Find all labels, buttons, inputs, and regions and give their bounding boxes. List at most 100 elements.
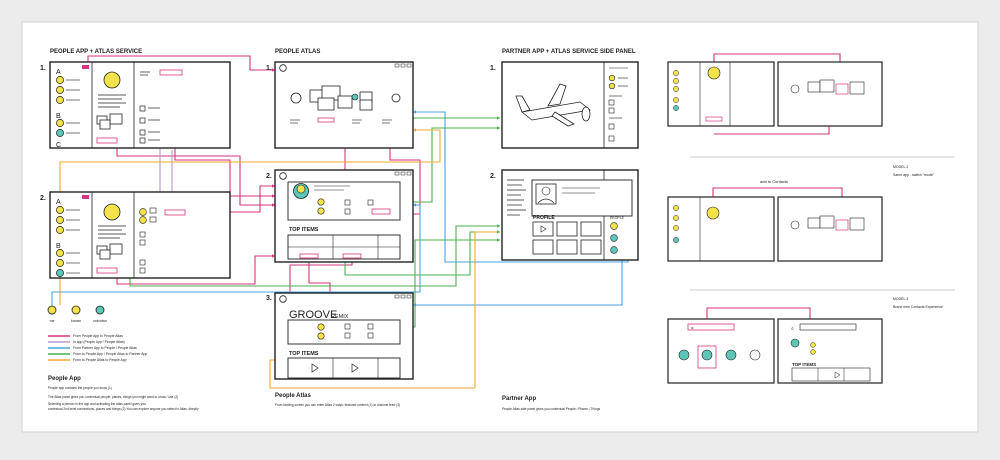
contact-avatar[interactable] bbox=[56, 249, 64, 257]
user-avatar-icon bbox=[279, 295, 287, 303]
section-title-people-app: PEOPLE APP + ATLAS SERVICE bbox=[50, 49, 142, 55]
contact-avatar[interactable] bbox=[56, 206, 64, 214]
contact-avatar[interactable] bbox=[56, 76, 64, 84]
top-items-heading: TOP ITEMS bbox=[792, 362, 816, 367]
alpha-b: B bbox=[56, 243, 61, 250]
play-icon[interactable] bbox=[834, 371, 841, 379]
contact-avatar[interactable] bbox=[56, 216, 64, 224]
search-icon: ⌕ bbox=[791, 326, 794, 332]
flow-line bbox=[269, 231, 500, 389]
contacts-search-input[interactable] bbox=[687, 323, 735, 331]
add-to-contacts-annotation: add to Contacts bbox=[760, 179, 788, 184]
flow-arrowhead bbox=[272, 68, 275, 72]
partner-app-description-title: Partner App bbox=[502, 396, 536, 402]
people-app-description-line: Selecting a person in the app and activa… bbox=[48, 402, 146, 406]
person-icon[interactable] bbox=[610, 234, 618, 242]
explore-in-atlas-button[interactable] bbox=[371, 208, 391, 215]
people-atlas-description-line: From landing screen you can enter Atlas … bbox=[275, 403, 400, 407]
contact-avatar[interactable] bbox=[56, 269, 64, 277]
alpha-b: B bbox=[56, 113, 61, 120]
flow-arrowhead bbox=[413, 303, 416, 307]
legend-icon-label: me bbox=[50, 319, 55, 323]
contact-avatar[interactable] bbox=[56, 259, 64, 267]
alpha-a: A bbox=[56, 199, 61, 206]
atlas-tab[interactable] bbox=[159, 69, 183, 76]
flow-arrowhead bbox=[272, 254, 275, 258]
flow-arrowhead bbox=[497, 116, 500, 120]
top-item-link[interactable] bbox=[342, 253, 362, 259]
explore-atlas-button[interactable] bbox=[96, 137, 118, 144]
legend-label: From Partner App to People / People Atla… bbox=[73, 346, 137, 350]
search-icon: ⌕ bbox=[691, 326, 694, 332]
people-app-description-line: The Atlas panel gives you contextual peo… bbox=[48, 395, 178, 399]
contact-avatar[interactable] bbox=[56, 129, 64, 137]
step-1-people-app: 1. bbox=[40, 65, 46, 72]
legend-label: From to People App / People Atlas to Par… bbox=[73, 352, 147, 356]
channel-card bbox=[287, 319, 401, 345]
step-2-people-app: 2. bbox=[40, 195, 46, 202]
legend-lines: From People App to People Atlas In app (P… bbox=[48, 334, 147, 362]
step-1-people-atlas: 1. bbox=[266, 65, 272, 72]
airplane-illustration bbox=[515, 83, 591, 127]
explore-atlas-button[interactable] bbox=[96, 267, 118, 274]
flow-arrowhead bbox=[497, 238, 500, 242]
flow-arrowhead bbox=[272, 203, 275, 207]
featured-person-icon[interactable] bbox=[351, 93, 359, 101]
people-app-screen-1: A B C bbox=[49, 61, 231, 149]
person-icon[interactable] bbox=[610, 222, 618, 230]
step-3-people-atlas: 3. bbox=[266, 295, 272, 302]
model-1-flow bbox=[667, 61, 883, 127]
user-avatar-icon bbox=[279, 172, 287, 180]
partner-app-description-line: People Atlas side panel gives you contex… bbox=[502, 407, 601, 411]
flow-arrowhead bbox=[272, 184, 275, 188]
legend-label: From People App to People Atlas bbox=[73, 334, 123, 338]
profile-heading: PROFILE bbox=[533, 215, 555, 221]
flow-line bbox=[714, 126, 830, 135]
model-2-flow: MODEL 2 Same app - switch "mode" add to … bbox=[667, 165, 935, 262]
play-icon[interactable] bbox=[311, 363, 319, 373]
contact-avatar[interactable] bbox=[56, 119, 64, 127]
legend-label: In app (People App / People Atlas) bbox=[73, 340, 125, 344]
top-items-grid bbox=[287, 357, 401, 379]
channel-title: GROOVE bbox=[289, 309, 337, 321]
top-items-heading: TOP ITEMS bbox=[289, 227, 319, 233]
contact-avatar[interactable] bbox=[56, 86, 64, 94]
window-controls-icon bbox=[394, 171, 400, 176]
flow-line bbox=[51, 204, 421, 315]
people-atlas-screen-3: GROOVE REMIX TOP ITEMS bbox=[274, 292, 414, 380]
play-icon[interactable] bbox=[540, 225, 547, 233]
contacts-search-input[interactable] bbox=[799, 323, 857, 331]
step-2-partner-app: 2. bbox=[490, 173, 496, 180]
contact-avatar[interactable] bbox=[56, 96, 64, 104]
person-icon[interactable] bbox=[610, 246, 618, 254]
legend-icon-me bbox=[47, 305, 57, 315]
top-item-link[interactable] bbox=[299, 253, 319, 259]
flow-line bbox=[116, 255, 275, 285]
legend-label: From to People Atlas to People App bbox=[73, 358, 127, 362]
model-2-title: MODEL 2 bbox=[893, 165, 908, 169]
flow-arrowhead bbox=[413, 203, 416, 207]
contact-avatar[interactable] bbox=[56, 226, 64, 234]
pink-tag-icon bbox=[82, 65, 89, 69]
legend-icon-unknown bbox=[95, 305, 105, 315]
partner-app-screen-2: PROFILE PEOPLE bbox=[501, 169, 639, 261]
top-items-heading: TOP ITEMS bbox=[289, 351, 319, 357]
atlas-result-button[interactable] bbox=[164, 209, 186, 216]
alpha-a: A bbox=[56, 69, 61, 76]
model-3-subtitle: Brand new Contacts Experience bbox=[893, 305, 943, 309]
people-app-description-line: contextual 2nd level connections, places… bbox=[48, 407, 199, 411]
flow-arrowhead bbox=[413, 110, 416, 114]
model-3-title: MODEL 3 bbox=[893, 297, 908, 301]
flow-arrowhead bbox=[272, 194, 275, 198]
selected-person-avatar[interactable] bbox=[103, 203, 121, 221]
flow-line bbox=[116, 140, 275, 206]
step-2-people-atlas: 2. bbox=[266, 173, 272, 180]
section-title-partner-app: PARTNER APP + ATLAS SERVICE SIDE PANEL bbox=[502, 49, 636, 55]
play-icon[interactable] bbox=[351, 363, 359, 373]
legend-icon-label: unknown bbox=[93, 319, 107, 323]
selected-person-avatar[interactable] bbox=[103, 71, 121, 89]
featured-content-link[interactable] bbox=[317, 117, 335, 123]
model-3-flow: MODEL 3 Brand new Contacts Experience ⌕ … bbox=[667, 297, 943, 384]
